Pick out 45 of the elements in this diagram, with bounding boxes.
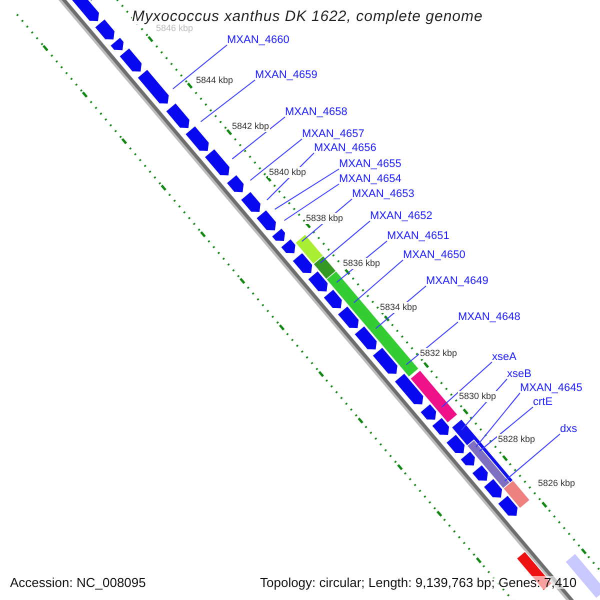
scale-label: 5836 kbp (342, 258, 382, 269)
scale-label: 5834 kbp (379, 302, 418, 313)
leader-line (320, 220, 370, 264)
gene-label: MXAN_4655 (339, 158, 402, 171)
scale-label: 5826 kbp (537, 478, 576, 489)
gene-label: crtE (533, 396, 553, 409)
scale-label: 5846 kbp (155, 23, 194, 34)
gene-label: MXAN_4654 (339, 173, 402, 186)
leader-line (504, 434, 560, 482)
gene-label: dxs (560, 423, 578, 436)
gene-label: xseB (507, 368, 532, 381)
footer-text: Accession: NC_008095 (10, 576, 146, 589)
footer-text: Topology: circular; Length: 9,139,763 bp; Genes: 7,410 (260, 576, 577, 589)
leader-line (406, 322, 458, 366)
scale-label: 5840 kbp (268, 167, 308, 178)
gene-label: MXAN_4659 (255, 69, 318, 82)
leader-line (475, 392, 520, 448)
gene-label: MXAN_4649 (426, 275, 488, 288)
leader-line (284, 184, 340, 221)
scale-label: 5844 kbp (195, 75, 234, 86)
gene-label: MXAN_4648 (458, 311, 520, 324)
leader-line (441, 362, 492, 408)
leader-line (200, 80, 256, 122)
gene-label: MXAN_4660 (227, 34, 290, 47)
gene-label: MXAN_4651 (387, 230, 450, 243)
leader-line (172, 44, 228, 90)
gene-label: xseA (492, 351, 516, 364)
gene-label: MXAN_4658 (285, 106, 348, 119)
scale-label: 5832 kbp (419, 348, 458, 359)
gene-label: MXAN_4645 (520, 382, 582, 395)
leader-line (353, 260, 404, 304)
gene-label: MXAN_4650 (403, 249, 466, 262)
scale-label: 5842 kbp (231, 121, 270, 132)
leader-line (274, 168, 340, 210)
leader-line (232, 116, 286, 160)
gene-label: MXAN_4657 (302, 128, 364, 141)
scale-label: 5838 kbp (305, 213, 344, 224)
gene-label: MXAN_4656 (314, 142, 376, 155)
scale-label: 5830 kbp (458, 391, 498, 402)
gene-label: MXAN_4653 (352, 188, 414, 201)
scale-label: 5828 kbp (497, 434, 536, 445)
gene-label: MXAN_4652 (370, 210, 432, 223)
leader-line (478, 406, 534, 452)
diagram-title: Myxococcus xanthus DK 1622, complete genome (132, 9, 483, 24)
leader-line (250, 138, 302, 181)
